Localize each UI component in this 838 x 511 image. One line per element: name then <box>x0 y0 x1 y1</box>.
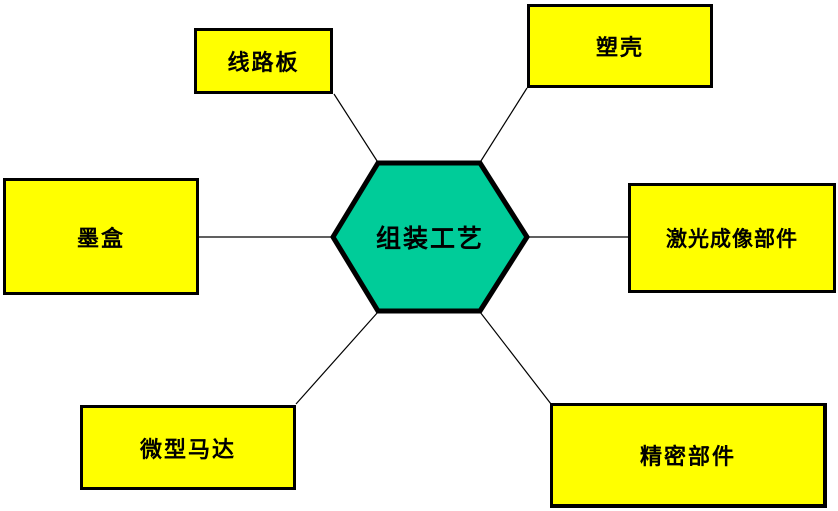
connector-circuit-board <box>333 93 380 165</box>
center-hexagon-shape <box>330 160 530 314</box>
node-circuit-board-label: 线路板 <box>227 50 300 76</box>
connector-plastic-shell <box>478 87 528 165</box>
node-plastic-shell: 塑壳 <box>527 4 713 88</box>
node-plastic-shell-label: 塑壳 <box>595 35 644 61</box>
node-ink-cartridge-label: 墨盒 <box>76 225 125 252</box>
node-micro-motor-label: 微型马达 <box>139 436 236 463</box>
node-laser-imaging-component-label: 激光成像部件 <box>666 226 798 251</box>
connector-micro-motor <box>295 311 379 405</box>
node-precision-component-label: 精密部件 <box>639 444 736 470</box>
node-circuit-board: 线路板 <box>194 28 333 94</box>
node-laser-imaging-component: 激光成像部件 <box>628 183 836 293</box>
node-micro-motor: 微型马达 <box>80 405 296 490</box>
connector-precision <box>479 311 552 405</box>
node-ink-cartridge: 墨盒 <box>3 178 199 295</box>
node-precision-component: 精密部件 <box>550 403 827 508</box>
